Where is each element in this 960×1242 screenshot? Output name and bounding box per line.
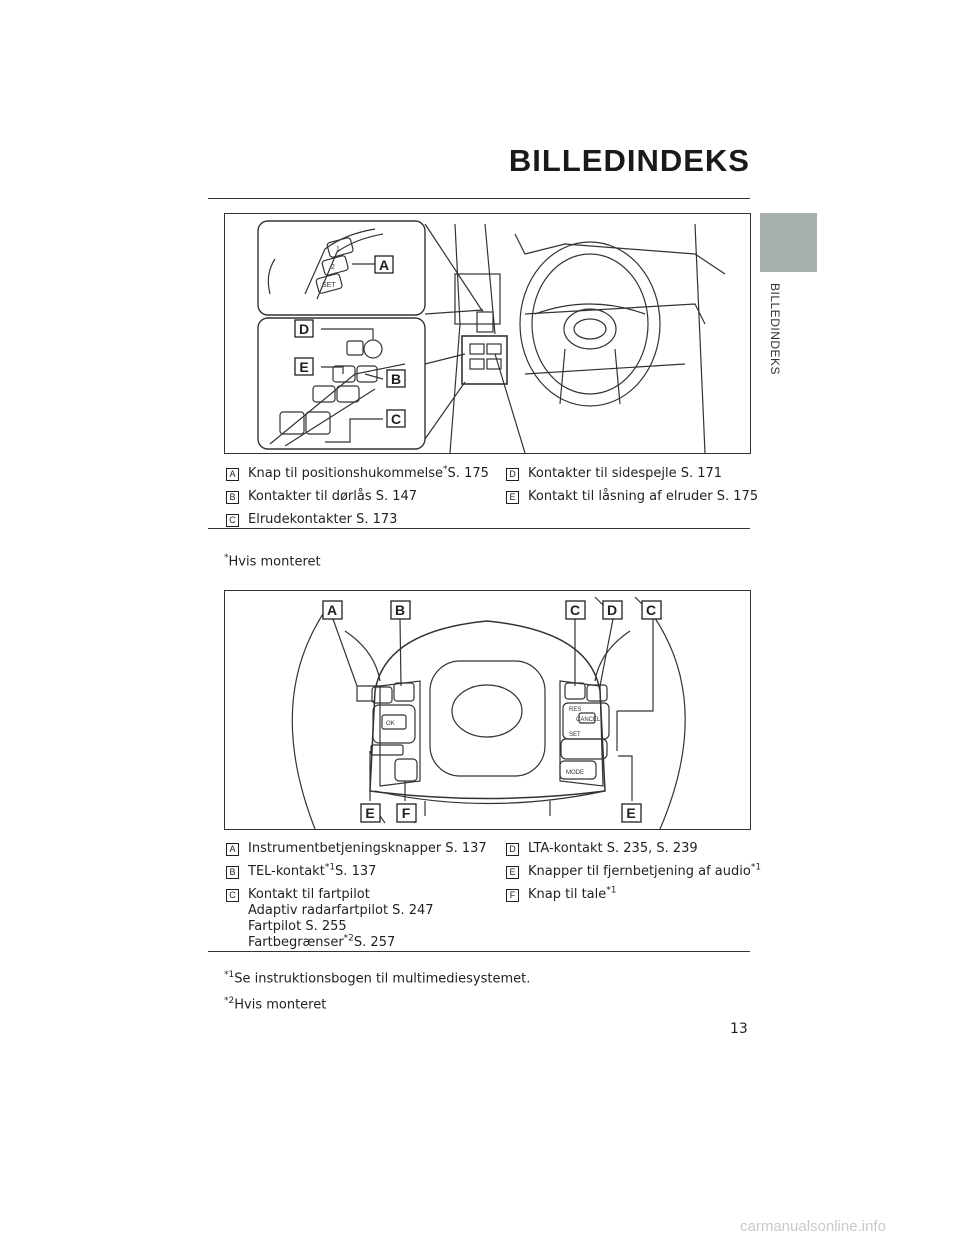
letter-badge: E <box>506 866 519 879</box>
page-ref: S. 257 <box>353 935 396 950</box>
legend-text: Kontakter til dørlås S. 147 <box>248 489 418 504</box>
cancel-label: CANCEL <box>576 717 601 723</box>
legend-text: Knap til positionshukommelse <box>248 466 444 481</box>
divider <box>208 951 750 952</box>
footnote-marker: *1 <box>606 885 617 896</box>
memory-button-1-label: 1 <box>336 246 340 253</box>
letter-badge: B <box>226 491 239 504</box>
ok-label: OK <box>386 721 395 727</box>
footnote-marker: * <box>224 553 229 563</box>
steering-wheel-illustration: OK MODE RES CANCEL SET A B C D C E F E <box>291 596 686 829</box>
divider <box>208 528 750 529</box>
letter-badge: D <box>506 843 519 856</box>
legend-text: Instrumentbetjeningsknapper S. 137 <box>248 841 487 856</box>
callout-d: D <box>607 602 617 618</box>
figure-steering-wheel: OK MODE RES CANCEL SET A B C D C E F E <box>224 590 751 830</box>
legend-text: Knapper til fjernbetjening af audio <box>528 864 751 879</box>
callout-e: E <box>626 805 635 821</box>
footnote-text: Se instruktionsbogen til multimediesyste… <box>234 971 531 987</box>
letter-badge: A <box>226 468 239 481</box>
footnote-marker: *1 <box>324 862 336 873</box>
legend-text: Elrudekontakter S. 173 <box>248 512 398 527</box>
figure-door-switches: 1 2 SET A D E B C <box>224 213 751 454</box>
callout-b: B <box>395 602 405 618</box>
callout-c: C <box>646 602 656 618</box>
section-tab <box>760 213 817 272</box>
legend-item: F Knap til tale*1 <box>506 885 761 903</box>
letter-badge: E <box>506 491 519 504</box>
legend-item: D LTA-kontakt S. 235, S. 239 <box>506 841 761 857</box>
legend-item: A Knap til positionshukommelse*S. 175 <box>226 464 489 482</box>
footnote-marker: * <box>443 464 448 475</box>
footnote-marker: *1 <box>750 862 762 873</box>
footnote-marker: *2 <box>224 996 235 1006</box>
mode-label: MODE <box>566 770 584 776</box>
callout-e: E <box>365 805 374 821</box>
footnote: *1Se instruktionsbogen til multimediesys… <box>224 970 530 986</box>
page-ref: S. 175 <box>447 466 489 481</box>
letter-badge: C <box>226 514 239 527</box>
legend1-right: D Kontakter til sidespejle S. 171 E Kont… <box>506 466 758 512</box>
legend-item: B TEL-kontakt*1S. 137 <box>226 862 487 880</box>
footnote: *Hvis monteret <box>224 553 321 569</box>
page-number: 13 <box>730 1021 748 1037</box>
set-label: SET <box>569 732 581 738</box>
legend-text: Kontakt til låsning af elruder S. 175 <box>528 489 759 504</box>
legend2-left: A Instrumentbetjeningsknapper S. 137 B T… <box>226 841 487 958</box>
legend-item: C Elrudekontakter S. 173 <box>226 512 489 528</box>
footnote-marker: *2 <box>343 933 354 944</box>
legend-item: E Knapper til fjernbetjening af audio*1 <box>506 862 762 880</box>
page-ref: S. 137 <box>335 864 377 879</box>
section-side-label: BILLEDINDEKS <box>768 283 782 376</box>
legend-item: D Kontakter til sidespejle S. 171 <box>506 466 758 482</box>
legend-text: Kontakt til fartpilot <box>248 887 370 902</box>
legend-text: Kontakter til sidespejle S. 171 <box>528 466 723 481</box>
memory-button-2-label: 2 <box>331 264 335 271</box>
letter-badge: F <box>506 889 519 902</box>
legend-text: LTA-kontakt S. 235, S. 239 <box>528 841 698 856</box>
callout-f: F <box>402 805 411 821</box>
footnote-marker: *1 <box>224 970 235 980</box>
letter-badge: C <box>226 889 239 902</box>
divider <box>208 198 750 199</box>
door-switches-illustration: 1 2 SET A D E B C <box>257 220 726 453</box>
watermark: carmanualsonline.info <box>740 1218 886 1235</box>
callout-a: A <box>379 257 389 273</box>
legend-subitem: Fartpilot S. 255 <box>248 919 347 934</box>
memory-set-label: SET <box>322 282 336 289</box>
legend-text: TEL-kontakt <box>248 864 325 879</box>
footnote: *2Hvis monteret <box>224 996 326 1012</box>
legend-item: A Instrumentbetjeningsknapper S. 137 <box>226 841 487 857</box>
letter-badge: A <box>226 843 239 856</box>
legend-subitem: Adaptiv radarfartpilot S. 247 <box>248 903 434 918</box>
letter-badge: D <box>506 468 519 481</box>
legend1-left: A Knap til positionshukommelse*S. 175 B … <box>226 464 489 535</box>
callout-d: D <box>299 321 309 337</box>
callout-b: B <box>391 371 401 387</box>
legend2-right: D LTA-kontakt S. 235, S. 239 E Knapper t… <box>506 841 761 910</box>
legend-text: Knap til tale <box>528 887 607 902</box>
letter-badge: B <box>226 866 239 879</box>
footnote-text: Hvis monteret <box>234 997 327 1013</box>
legend-item: B Kontakter til dørlås S. 147 <box>226 489 489 505</box>
legend-item: C Kontakt til fartpilot Adaptiv radarfar… <box>226 887 487 951</box>
legend-subitem: Fartbegrænser <box>248 935 344 950</box>
legend-item: E Kontakt til låsning af elruder S. 175 <box>506 489 758 505</box>
callout-a: A <box>327 602 337 618</box>
footnote-text: Hvis monteret <box>228 554 321 570</box>
callout-c: C <box>570 602 580 618</box>
res-label: RES <box>569 707 581 713</box>
page-title: BILLEDINDEKS <box>508 143 750 178</box>
callout-e: E <box>299 359 308 375</box>
callout-c: C <box>391 411 401 427</box>
